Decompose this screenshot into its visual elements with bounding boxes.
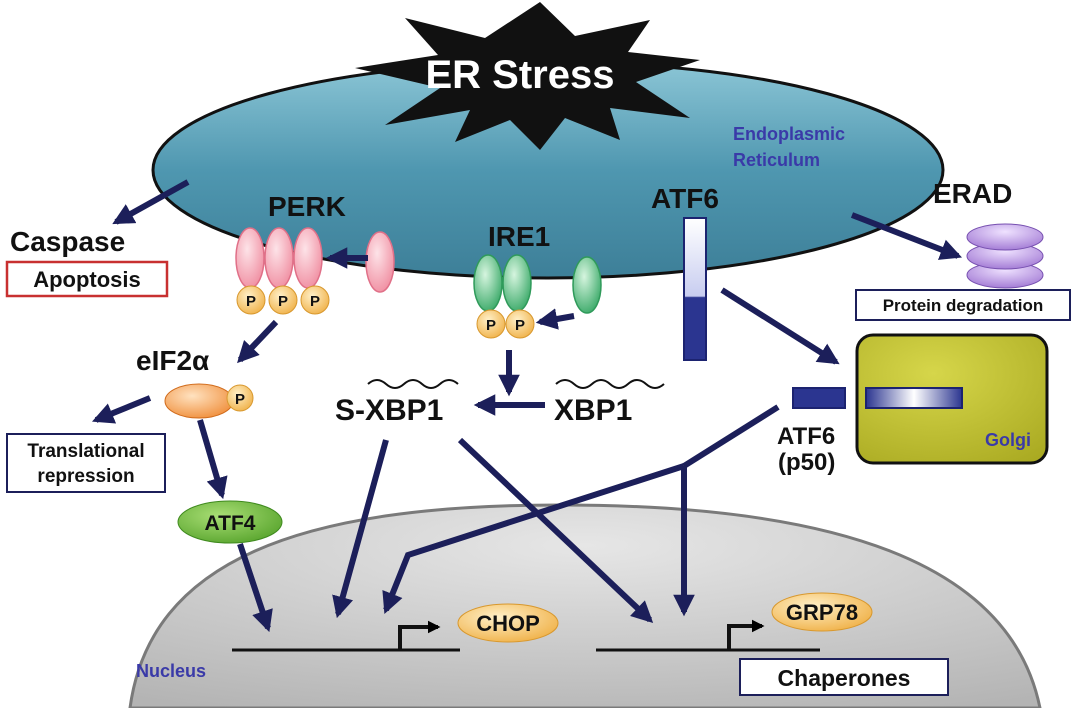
eif2a-label: eIF2α	[136, 345, 209, 376]
arrow-ire1-activation	[535, 308, 575, 330]
translational-line1: Translational	[27, 441, 144, 462]
svg-text:P: P	[246, 293, 256, 310]
protein-degradation-box	[855, 289, 1071, 321]
eif2a-protein: P	[164, 383, 254, 419]
svg-text:P: P	[515, 317, 525, 334]
arrow-sxbp1-to-chop-gene	[332, 439, 389, 619]
protein-degradation-label: Protein degradation	[883, 296, 1044, 315]
perk-dimer	[235, 227, 395, 293]
apoptosis-label: Apoptosis	[33, 267, 141, 292]
s-xbp1-label: S-XBP1	[335, 394, 443, 427]
pathway-arrows	[91, 179, 963, 633]
ire1-phospho: P P	[476, 309, 535, 339]
er-stress-burst	[355, 2, 700, 150]
chop-protein	[457, 603, 559, 643]
s-xbp1-mrna-wave	[367, 379, 459, 389]
chaperones-label: Chaperones	[778, 665, 911, 691]
svg-text:P: P	[278, 293, 288, 310]
translational-line2: repression	[37, 466, 134, 487]
chop-label: CHOP	[476, 611, 540, 636]
chaperones-box	[739, 658, 949, 696]
atf6-label: ATF6	[651, 183, 719, 214]
erad-proteasome	[966, 223, 1044, 289]
atf4-protein	[177, 500, 283, 544]
er-label-line2: Reticulum	[733, 150, 820, 170]
xbp1-mrna-wave	[555, 379, 665, 389]
atf4-label: ATF4	[205, 512, 256, 535]
atf6-p50-bar	[792, 387, 846, 409]
arrow-atf6-to-golgi	[720, 287, 840, 365]
atf6-p50-line2: (p50)	[778, 449, 835, 476]
erad-label: ERAD	[933, 178, 1012, 209]
translational-repression-box	[6, 433, 166, 493]
arrow-atf4-to-chop-gene	[237, 543, 273, 633]
svg-text:P: P	[235, 391, 245, 408]
svg-text:P: P	[486, 317, 496, 334]
golgi-label: Golgi	[985, 430, 1031, 450]
er-stress-title: ER Stress	[426, 53, 615, 97]
arrow-eif2a-to-atf4	[197, 419, 228, 500]
arrow-er-to-caspase	[112, 179, 190, 225]
ire1-label: IRE1	[488, 221, 550, 252]
er-label-line1: Endoplasmic	[733, 124, 845, 144]
arrow-perk-to-eif2a	[237, 319, 279, 364]
arrow-atf6p50-to-chop-gene	[382, 463, 685, 615]
arrow-er-to-erad	[850, 212, 963, 260]
nucleus-label: Nucleus	[136, 661, 206, 681]
atf6-golgi-bar	[865, 387, 963, 409]
ire1-dimer	[473, 254, 602, 314]
grp78-label: GRP78	[786, 600, 858, 625]
arrow-sxbp1-to-grp78-gene	[457, 437, 654, 623]
caspase-label: Caspase	[10, 226, 125, 257]
svg-text:P: P	[310, 293, 320, 310]
arrow-atf6p50-trunk	[682, 404, 780, 469]
perk-phospho: P P P	[236, 285, 330, 315]
perk-label: PERK	[268, 191, 346, 222]
apoptosis-box	[5, 260, 169, 298]
xbp1-label: XBP1	[554, 394, 632, 427]
gene-grp78	[596, 619, 820, 652]
arrow-eif2a-to-repression	[91, 395, 152, 424]
atf6-bar	[683, 217, 707, 361]
grp78-protein	[771, 592, 873, 632]
gene-chop	[232, 620, 460, 652]
atf6-p50-line1: ATF6	[777, 423, 835, 450]
